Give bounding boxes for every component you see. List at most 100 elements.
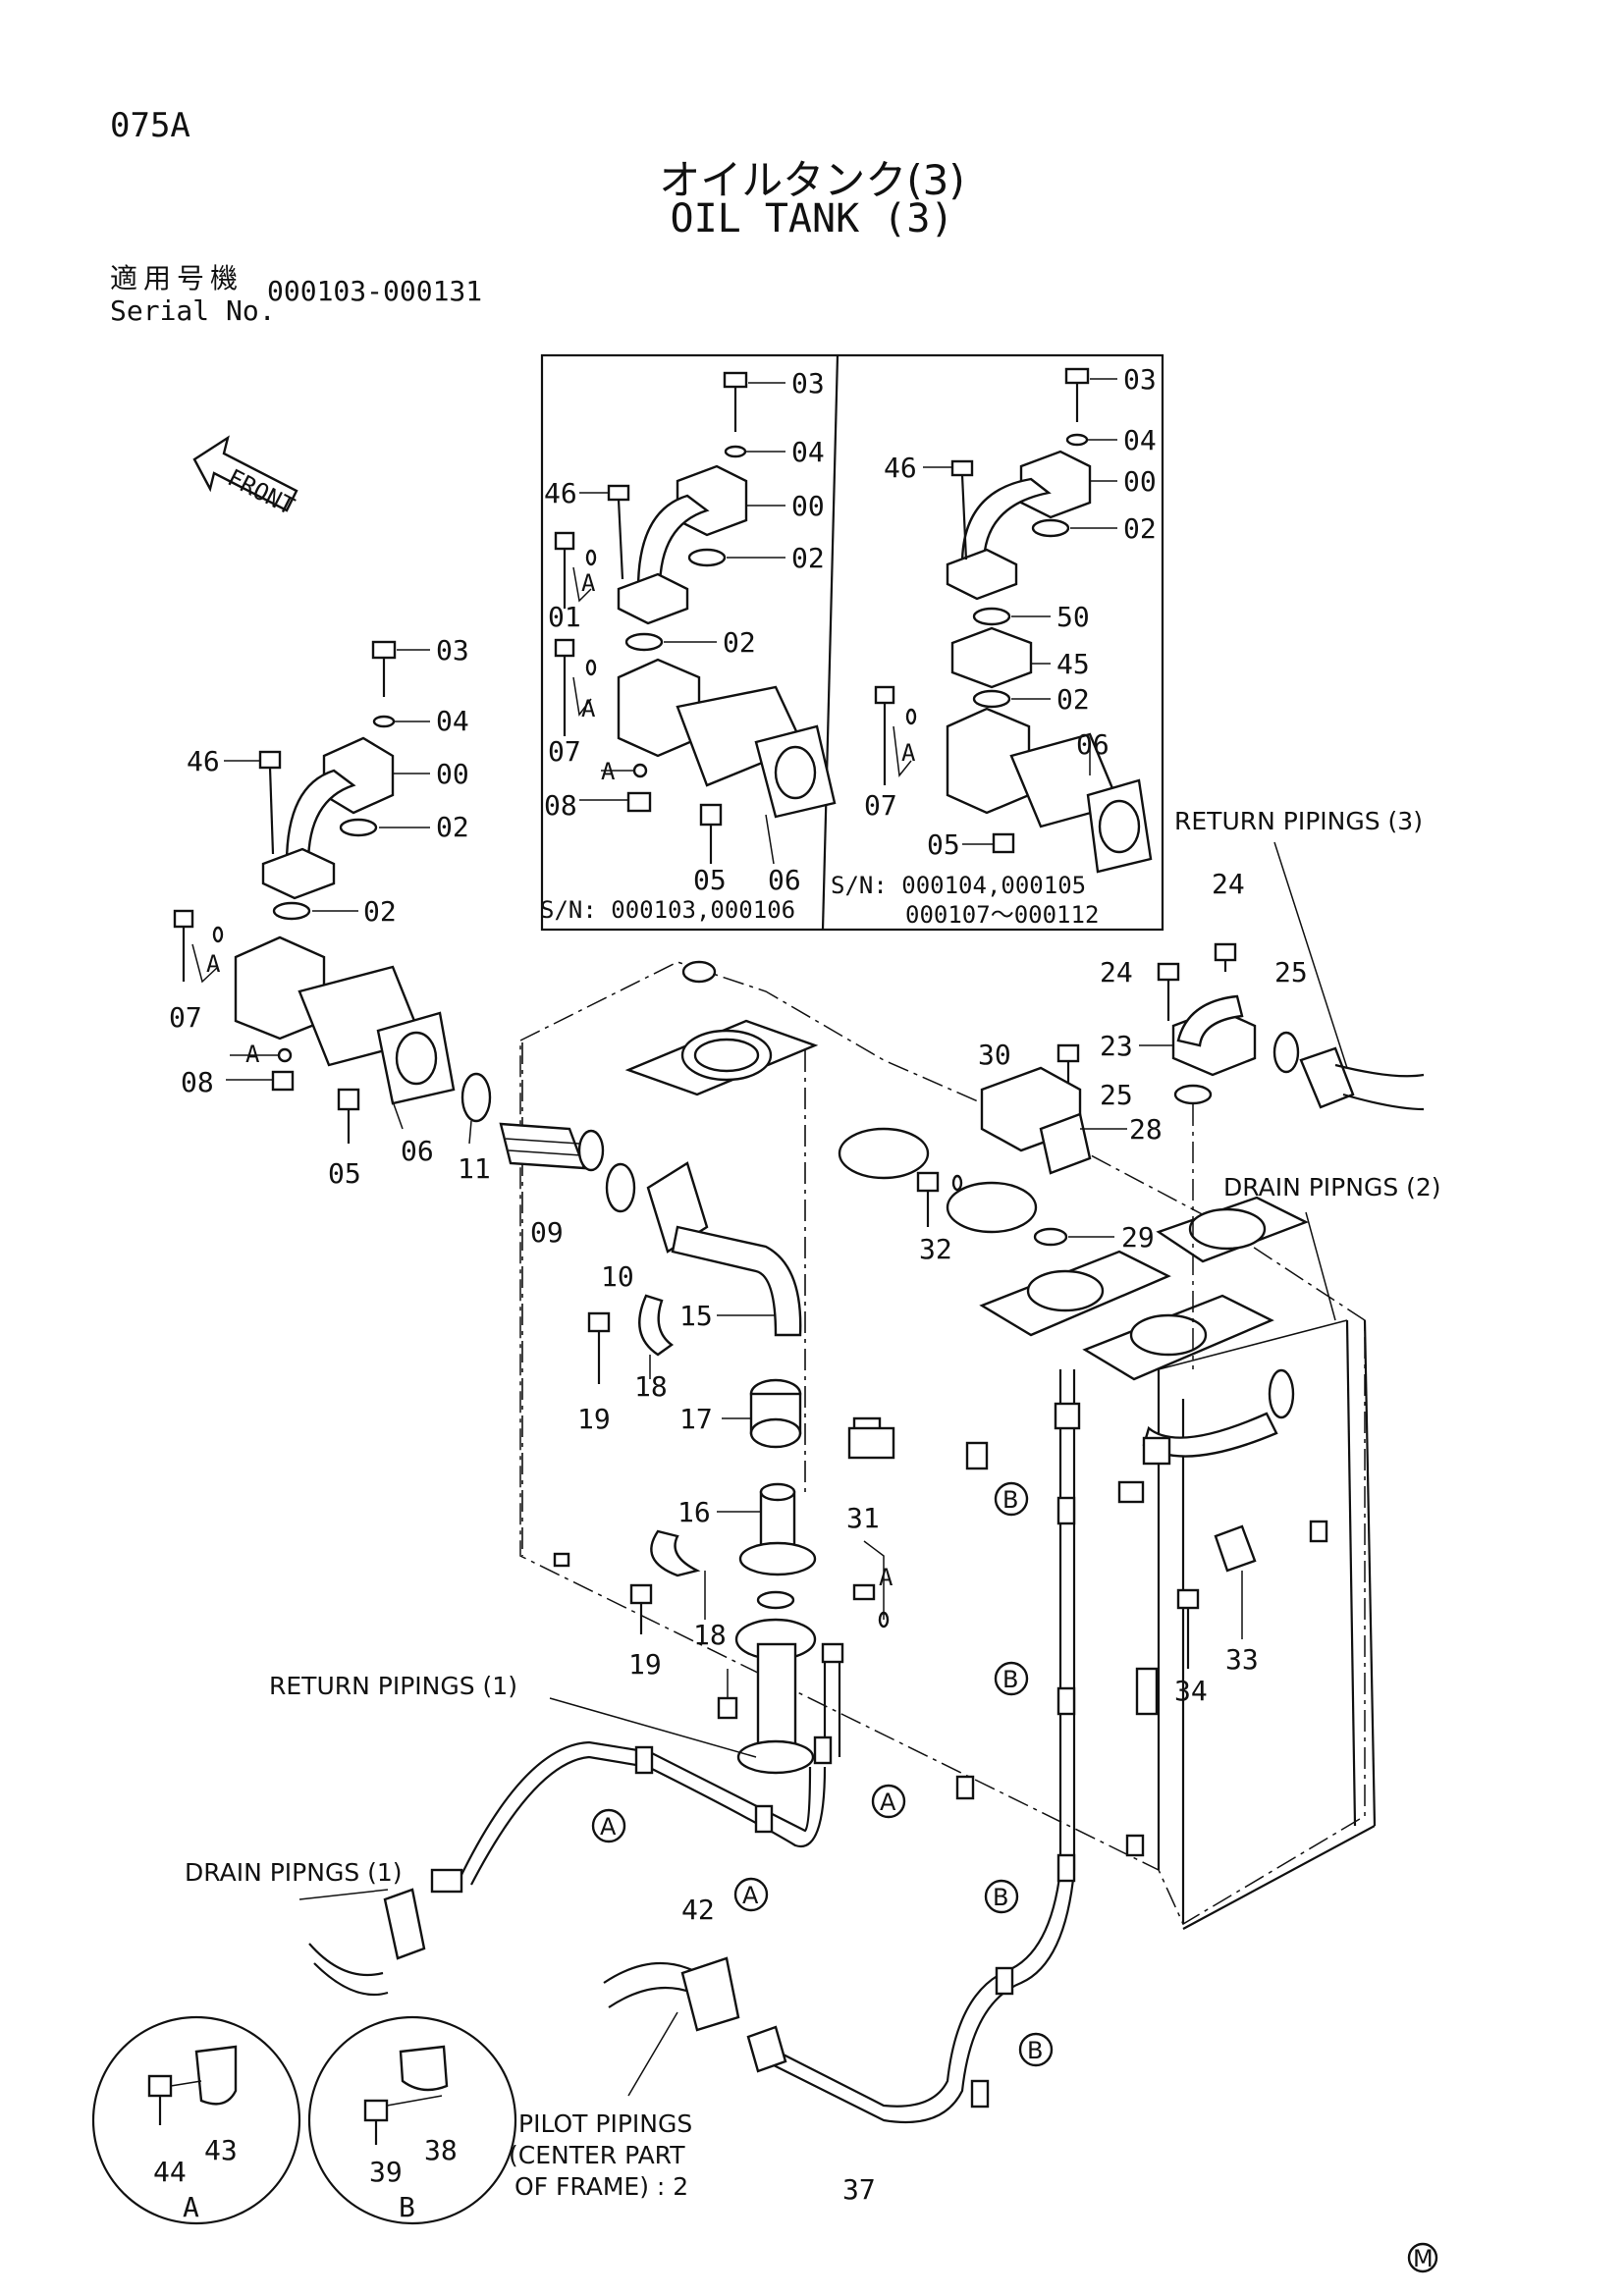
note-labels: RETURN PIPINGS (3) DRAIN PIPNGS (2) RETU… [185, 807, 1441, 2201]
main-left-assembly [173, 640, 895, 1775]
inset-2-labels: 03 04 46 00 02 50 45 02 06 07 05 A S/N: … [831, 363, 1157, 929]
inset-2-sn-1: S/N: 000104,000105 [831, 872, 1086, 899]
part-label: 07 [548, 735, 581, 768]
part-label: 23 [1100, 1030, 1133, 1062]
oil-tank-body [519, 960, 1377, 1930]
group-letter: A [581, 695, 596, 722]
marker-a-letter: A [600, 1813, 617, 1841]
front-arrow-icon: FRONT [192, 435, 298, 520]
part-label: 32 [919, 1233, 952, 1265]
part-label: 37 [842, 2173, 876, 2206]
inset-1-sn: S/N: 000103,000106 [540, 896, 795, 924]
marker-b [994, 1661, 1029, 1696]
part-label: 07 [169, 1001, 202, 1034]
main-right-assembly [916, 942, 1336, 1870]
part-label: 34 [1174, 1675, 1208, 1707]
part-label: 45 [1056, 648, 1090, 680]
part-label: 05 [693, 864, 727, 896]
part-label: 00 [791, 490, 825, 522]
marker-b-letter: B [993, 1884, 1008, 1911]
part-label: 00 [1123, 465, 1157, 498]
part-label: 02 [1123, 512, 1157, 545]
part-label: 06 [768, 864, 801, 896]
title-japanese: オイルタンク(3) [659, 156, 965, 204]
detail-view-b [307, 2015, 517, 2225]
note-pilot-line-3: OF FRAME) : 2 [514, 2172, 688, 2201]
part-label: 30 [978, 1039, 1011, 1071]
part-label: 09 [530, 1216, 564, 1249]
part-label: 43 [204, 2134, 238, 2166]
note-pilot-line-2: (CENTER PART [509, 2141, 685, 2169]
part-label: 46 [544, 477, 577, 509]
part-label: 46 [187, 745, 220, 777]
group-letter: A [206, 950, 221, 978]
marker-a-letter: A [880, 1789, 896, 1816]
serial-value: 000103-000131 [267, 275, 483, 307]
part-label: 29 [1121, 1221, 1155, 1254]
marker-b-letter: B [1027, 2037, 1043, 2064]
part-label: 02 [791, 542, 825, 574]
marker-b-letter: B [1002, 1486, 1018, 1514]
note-drain-pipings-2: DRAIN PIPNGS (2) [1223, 1173, 1441, 1201]
part-label: 42 [681, 1894, 715, 1926]
part-label: 25 [1100, 1079, 1133, 1111]
part-label: 03 [436, 634, 469, 667]
part-label: 24 [1212, 868, 1245, 900]
marker-b [1018, 2032, 1054, 2067]
part-label: 17 [679, 1403, 713, 1435]
group-letter: A [879, 1564, 893, 1591]
inset-1-labels: 03 04 00 02 46 01 02 07 08 05 06 A A A S… [540, 367, 825, 924]
part-label: 38 [424, 2134, 458, 2166]
group-letter: A [901, 739, 916, 767]
part-label: 00 [436, 758, 469, 790]
part-label: 25 [1274, 956, 1308, 988]
title-english: OIL TANK (3) [670, 196, 954, 241]
part-label: 31 [846, 1502, 880, 1534]
inset-1-drawing [554, 371, 837, 865]
note-return-pipings-3: RETURN PIPINGS (3) [1174, 807, 1423, 835]
part-label: 04 [791, 436, 825, 468]
footer-mark: M [1413, 2245, 1434, 2272]
part-label: 06 [401, 1135, 434, 1167]
group-letter: A [581, 569, 596, 597]
part-label: 46 [884, 452, 917, 484]
part-label: 24 [1100, 956, 1133, 988]
part-label: 08 [181, 1066, 214, 1098]
marker-a [591, 1808, 626, 1843]
marker-group: A A A B B B B M [591, 1481, 1438, 2273]
marker-a [871, 1784, 906, 1819]
marker-a [733, 1877, 769, 1912]
part-label: 04 [1123, 424, 1157, 456]
part-label: 18 [634, 1370, 668, 1403]
part-label: 03 [791, 367, 825, 400]
part-label: 02 [363, 895, 397, 928]
part-label: 44 [153, 2156, 187, 2188]
part-label: 05 [328, 1157, 361, 1190]
main-labels: 03 04 46 00 02 02 07 08 05 06 11 09 10 1… [169, 634, 1308, 2206]
part-label: 19 [577, 1403, 611, 1435]
note-drain-pipings-1: DRAIN PIPNGS (1) [185, 1858, 403, 1887]
detail-letter: A [183, 2191, 199, 2223]
part-label: 03 [1123, 363, 1157, 396]
part-label: 08 [544, 789, 577, 822]
detail-view-a [91, 2015, 301, 2225]
note-return-pipings-1: RETURN PIPINGS (1) [269, 1672, 517, 1700]
marker-b [984, 1879, 1019, 1914]
lower-pipings [298, 1496, 1076, 2124]
part-label: 02 [723, 626, 756, 659]
part-label: 04 [436, 705, 469, 737]
note-pilot-line-1: PILOT PIPINGS [518, 2109, 692, 2138]
footer-mark-circle [1407, 2242, 1438, 2273]
part-label: 07 [864, 789, 897, 822]
inset-2-sn-2: 000107～000112 [905, 901, 1099, 929]
serial-label-japanese: 適用号機 [110, 262, 244, 294]
serial-label-english: Serial No. [110, 294, 276, 327]
marker-b-letter: B [1002, 1666, 1018, 1693]
part-label: 33 [1225, 1643, 1259, 1676]
detail-letter: B [399, 2191, 415, 2223]
part-label: 39 [369, 2156, 403, 2188]
return-pipings-3 [1273, 841, 1425, 1111]
part-label: 28 [1129, 1113, 1163, 1146]
